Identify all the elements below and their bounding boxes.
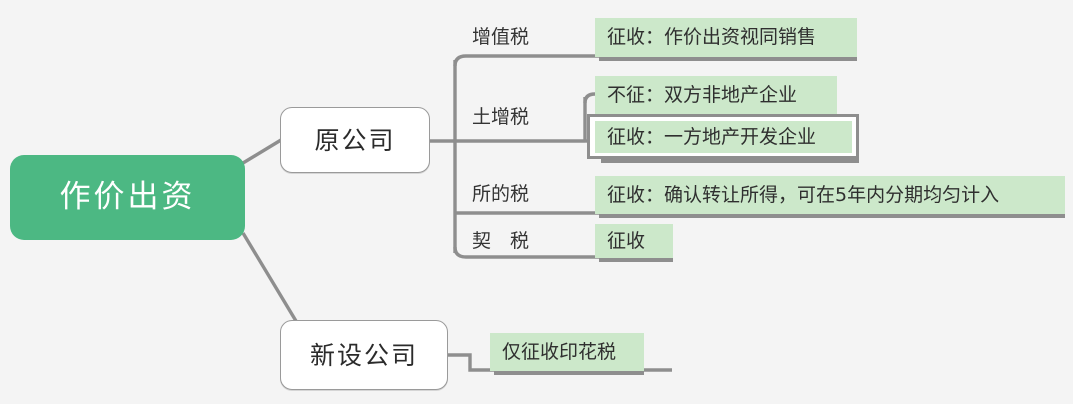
topic-label-vat[interactable]: 增值税 bbox=[472, 26, 530, 48]
leaf-deed-tax-collect-text: 征收 bbox=[607, 229, 646, 252]
leaf-stamp-duty[interactable]: 仅征收印花税 bbox=[490, 333, 644, 371]
leaf-income-tax-collect[interactable]: 征收：确认转让所得，可在5年内分期均匀计入 bbox=[595, 176, 1065, 214]
leaf-vat-collect[interactable]: 征收：作价出资视同销售 bbox=[595, 18, 857, 57]
branch-node-new-company[interactable]: 新设公司 bbox=[280, 320, 448, 390]
leaf-underline-stamp-duty bbox=[494, 371, 644, 375]
topic-label-land-appreciation-tax[interactable]: 土增税 bbox=[472, 106, 530, 128]
leaf-underline-lat-collect bbox=[601, 159, 859, 163]
root-node[interactable]: 作价出资 bbox=[10, 155, 245, 240]
leaf-underline-income-tax bbox=[599, 214, 1065, 218]
branch-node-new-company-label: 新设公司 bbox=[309, 340, 418, 370]
leaf-underline-vat bbox=[599, 57, 857, 61]
leaf-deed-tax-collect[interactable]: 征收 bbox=[595, 224, 673, 258]
leaf-lat-exempt-text: 不征：双方非地产企业 bbox=[607, 84, 798, 106]
leaf-lat-collect-text: 征收：一方地产开发企业 bbox=[607, 125, 817, 148]
leaf-stamp-duty-text: 仅征收印花税 bbox=[502, 340, 617, 363]
link-root-to-new bbox=[241, 232, 298, 322]
leaf-lat-collect[interactable]: 征收：一方地产开发企业 bbox=[595, 121, 852, 153]
topic-label-deed-tax[interactable]: 契 税 bbox=[472, 230, 530, 252]
topic-label-income-tax[interactable]: 所的税 bbox=[472, 183, 530, 205]
link-root-to-original bbox=[242, 138, 282, 165]
leaf-income-tax-collect-text: 征收：确认转让所得，可在5年内分期均匀计入 bbox=[607, 183, 1000, 206]
root-node-label: 作价出资 bbox=[59, 179, 196, 215]
leaf-lat-exempt[interactable]: 不征：双方非地产企业 bbox=[595, 76, 837, 115]
leaf-underline-deed-tax bbox=[599, 258, 673, 262]
branch-node-original-company-label: 原公司 bbox=[314, 125, 396, 155]
leaf-vat-collect-text: 征收：作价出资视同销售 bbox=[607, 26, 817, 48]
branch-node-original-company[interactable]: 原公司 bbox=[280, 107, 430, 173]
